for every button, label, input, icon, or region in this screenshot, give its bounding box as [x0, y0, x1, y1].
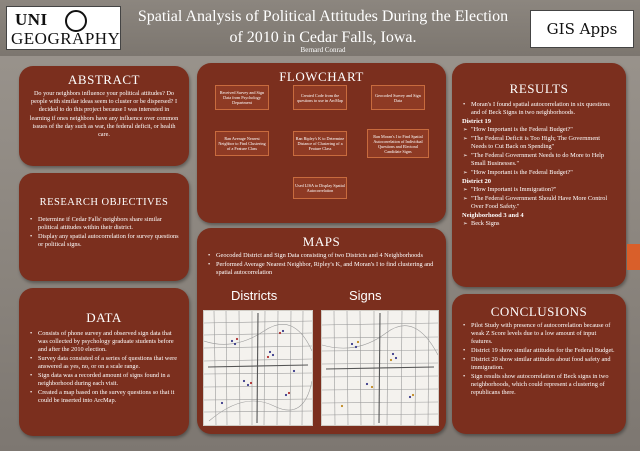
signs-map-label: Signs [349, 288, 382, 303]
title-line-2: of 2010 in Cedar Falls, Iowa. [229, 29, 417, 46]
results-intro: Moran's I found spatial autocorrelation … [462, 101, 616, 117]
results-panel: RESULTS Moran's I found spatial autocorr… [452, 63, 626, 287]
research-heading: RESEARCH OBJECTIVES [39, 197, 169, 208]
district-19-list: "How Important is the Federal Budget?" "… [462, 126, 616, 177]
maps-item: Geocoded District and Sign Data consisti… [207, 252, 436, 260]
maps-list: Geocoded District and Sign Data consisti… [207, 252, 436, 277]
data-list: Consists of phone survey and observed si… [29, 330, 179, 405]
title-line-1: Spatial Analysis of Political Attitudes … [137, 8, 509, 25]
conclusions-panel: CONCLUSIONS Pilot Study with presence of… [452, 294, 626, 434]
district-20-label: District 20 [462, 178, 492, 185]
data-item: Created a map based on the survey questi… [29, 389, 179, 405]
author-name: Bernard Conrad [300, 46, 346, 54]
data-item: Consists of phone survey and observed si… [29, 330, 179, 354]
flowchart-box: Ran Moran's I to Find Spatial Autocorrel… [367, 129, 429, 158]
maps-panel: MAPS Geocoded District and Sign Data con… [197, 228, 446, 434]
accent-bar [627, 244, 640, 270]
flowchart-box: Received Survey and Sign Data from Psych… [215, 85, 269, 110]
poster-title: Spatial Analysis of Political Attitudes … [128, 6, 518, 48]
neighborhood-list: Beck Signs [462, 220, 616, 228]
research-objectives-panel: RESEARCH OBJECTIVES Determine if Cedar F… [19, 173, 189, 281]
globe-icon [65, 10, 87, 32]
data-heading: DATA [86, 310, 122, 325]
flowchart-box: Geocoded Survey and Sign Data [371, 85, 425, 110]
conclusions-item: District 19 show similar attitudes for t… [462, 347, 616, 355]
signs-map [321, 310, 439, 426]
conclusions-heading: CONCLUSIONS [490, 304, 588, 319]
district-20-item: "How Important is Immigration?" [462, 186, 616, 194]
flowchart-box: Ran Average Nearest Neighbor to Find Clu… [215, 131, 269, 156]
district-19-item: "The Federal Government Needs to do More… [462, 152, 616, 168]
abstract-heading: ABSTRACT [68, 72, 140, 87]
data-panel: DATA Consists of phone survey and observ… [19, 288, 189, 436]
district-20-item: "The Federal Government Should Have More… [462, 195, 616, 211]
district-19-item: "The Federal Deficit is Too High; The Go… [462, 135, 616, 151]
data-item: Survey data consisted of a series of que… [29, 355, 179, 371]
flowchart-heading: FLOWCHART [279, 69, 364, 84]
logo-bottom-text: GEOGRAPHY [11, 29, 121, 48]
district-19-item: "How Important is the Federal Budget?" [462, 126, 616, 134]
flowchart-box: Created Code from the questions to use i… [293, 85, 347, 110]
logo-top-text: UNI [15, 10, 48, 29]
conclusions-list: Pilot Study with presence of autocorrela… [462, 322, 616, 397]
research-list: Determine if Cedar Falls' neighbors shar… [29, 216, 179, 249]
districts-map [203, 310, 313, 426]
conclusions-item: District 20 show similar attitudes about… [462, 356, 616, 372]
signs-street-map [321, 310, 439, 426]
maps-item: Performed Average Nearest Neighbor, Ripl… [207, 261, 436, 277]
flowchart-box: Used LISA to Display Spatial Autocorrela… [293, 177, 347, 199]
uni-geography-logo: UNI GEOGRAPHY [6, 6, 121, 50]
results-intro-list: Moran's I found spatial autocorrelation … [462, 101, 616, 117]
district-20-list: "How Important is Immigration?" "The Fed… [462, 186, 616, 211]
districts-map-label: Districts [231, 288, 278, 303]
districts-street-map [203, 310, 313, 426]
gis-apps-badge: GIS Apps [530, 10, 634, 48]
data-item: Sign data was a recorded amount of signs… [29, 372, 179, 388]
abstract-panel: ABSTRACT Do your neighbors influence you… [19, 66, 189, 166]
research-item: Determine if Cedar Falls' neighbors shar… [29, 216, 179, 232]
neighborhood-item: Beck Signs [462, 220, 616, 228]
district-19-item: "How Important is the Federal Budget?" [462, 169, 616, 177]
flowchart-panel: FLOWCHART Received Survey and Sign Data … [197, 63, 446, 223]
conclusions-item: Pilot Study with presence of autocorrela… [462, 322, 616, 346]
conclusions-item: Sign results show autocorrelation of Bec… [462, 373, 616, 397]
abstract-text: Do your neighbors influence your politic… [29, 90, 179, 139]
flowchart-box: Ran Ripley's K to Determine Distance of … [293, 131, 347, 156]
results-heading: RESULTS [509, 81, 569, 96]
maps-heading: MAPS [302, 234, 341, 249]
district-19-label: District 19 [462, 118, 492, 125]
neighborhood-label: Neighborhood 3 and 4 [462, 212, 524, 219]
research-item: Display any spatial autocorrelation for … [29, 233, 179, 249]
